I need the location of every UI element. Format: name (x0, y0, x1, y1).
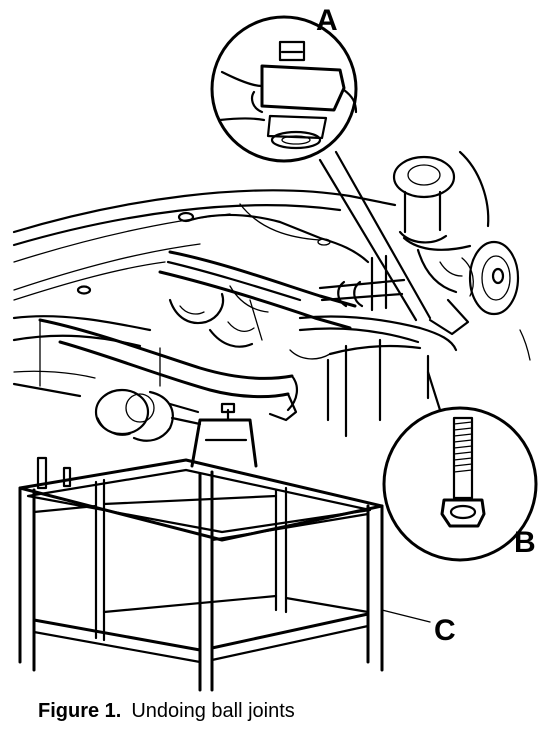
figure-caption-text: Undoing ball joints (131, 700, 295, 722)
figure-caption: Figure 1. Undoing ball joints (38, 700, 295, 723)
label-c: C (434, 614, 456, 647)
label-b: B (514, 526, 536, 559)
figure-number: Figure 1. (38, 700, 122, 722)
label-a: A (316, 4, 338, 37)
callout-b (382, 370, 538, 562)
support-stand (18, 402, 431, 692)
callout-a (210, 15, 432, 322)
vehicle-underbody (12, 150, 531, 442)
